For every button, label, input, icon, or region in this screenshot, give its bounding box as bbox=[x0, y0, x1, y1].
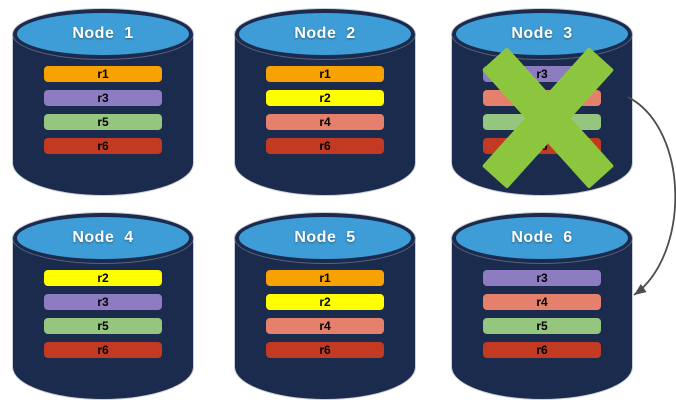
replica-row: r5 bbox=[44, 318, 162, 334]
replica-row-label: r1 bbox=[319, 271, 331, 285]
replica-row: r1 bbox=[266, 66, 384, 82]
replica-row-label: r6 bbox=[319, 139, 331, 153]
replica-row: r6 bbox=[44, 342, 162, 358]
replica-row-label: r3 bbox=[536, 271, 548, 285]
node-title: Node 4 bbox=[72, 229, 134, 246]
replica-row-label: r5 bbox=[97, 319, 109, 333]
node-title: Node 2 bbox=[294, 25, 356, 42]
replica-row-label: r6 bbox=[536, 343, 548, 357]
replica-row-label: r6 bbox=[319, 343, 331, 357]
replica-row-label: r1 bbox=[319, 67, 331, 81]
replica-row: r1 bbox=[266, 270, 384, 286]
replica-row: r1 bbox=[44, 66, 162, 82]
failed-cross-icon bbox=[452, 8, 632, 195]
replica-row-label: r2 bbox=[319, 295, 331, 309]
replica-row: r3 bbox=[44, 294, 162, 310]
replica-row-label: r5 bbox=[536, 319, 548, 333]
replica-row: r6 bbox=[44, 138, 162, 154]
replica-row: r2 bbox=[266, 90, 384, 106]
replica-row: r6 bbox=[266, 138, 384, 154]
replica-row: r2 bbox=[44, 270, 162, 286]
replica-row-label: r4 bbox=[319, 319, 331, 333]
replica-row-label: r6 bbox=[97, 343, 109, 357]
node-3: Node 3 r3 r4 r5 r6 bbox=[452, 8, 632, 195]
cylinder-top: Node 6 bbox=[452, 213, 632, 263]
replica-row: r5 bbox=[483, 318, 601, 334]
replica-row-label: r2 bbox=[319, 91, 331, 105]
replica-row: r3 bbox=[483, 270, 601, 286]
replica-row-label: r3 bbox=[97, 295, 109, 309]
node-title: Node 3 bbox=[511, 25, 573, 42]
replica-row: r2 bbox=[266, 294, 384, 310]
replica-row-label: r2 bbox=[97, 271, 109, 285]
node-title: Node 5 bbox=[294, 229, 356, 246]
replica-row-label: r3 bbox=[97, 91, 109, 105]
replica-row-label: r6 bbox=[97, 139, 109, 153]
node-5: Node 5 r1 r2 r4 r6 bbox=[235, 212, 415, 399]
replica-row-label: r4 bbox=[319, 115, 331, 129]
replica-row: r5 bbox=[44, 114, 162, 130]
node-6: Node 6 r3 r4 r5 r6 bbox=[452, 212, 632, 399]
replica-row: r3 bbox=[44, 90, 162, 106]
replica-row-label: r3 bbox=[536, 67, 548, 81]
replica-row: r4 bbox=[266, 318, 384, 334]
replica-row: r4 bbox=[483, 294, 601, 310]
cylinder-top: Node 2 bbox=[235, 9, 415, 59]
node-title: Node 1 bbox=[72, 25, 134, 42]
node-title: Node 6 bbox=[511, 229, 573, 246]
cylinder-top: Node 3 bbox=[452, 9, 632, 59]
replica-row-label: r4 bbox=[536, 295, 548, 309]
replica-row: r6 bbox=[483, 342, 601, 358]
node-1: Node 1 r1 r3 r5 r6 bbox=[13, 8, 193, 195]
replica-row-label: r5 bbox=[97, 115, 109, 129]
replica-row: r6 bbox=[266, 342, 384, 358]
cylinder-top: Node 5 bbox=[235, 213, 415, 263]
node-4: Node 4 r2 r3 r5 r6 bbox=[13, 212, 193, 399]
cylinder-top: Node 1 bbox=[13, 9, 193, 59]
replica-row: r4 bbox=[266, 114, 384, 130]
failover-arrow-path bbox=[627, 96, 676, 296]
replica-row-label: r1 bbox=[97, 67, 109, 81]
node-2: Node 2 r1 r2 r4 r6 bbox=[235, 8, 415, 195]
cylinder-top: Node 4 bbox=[13, 213, 193, 263]
